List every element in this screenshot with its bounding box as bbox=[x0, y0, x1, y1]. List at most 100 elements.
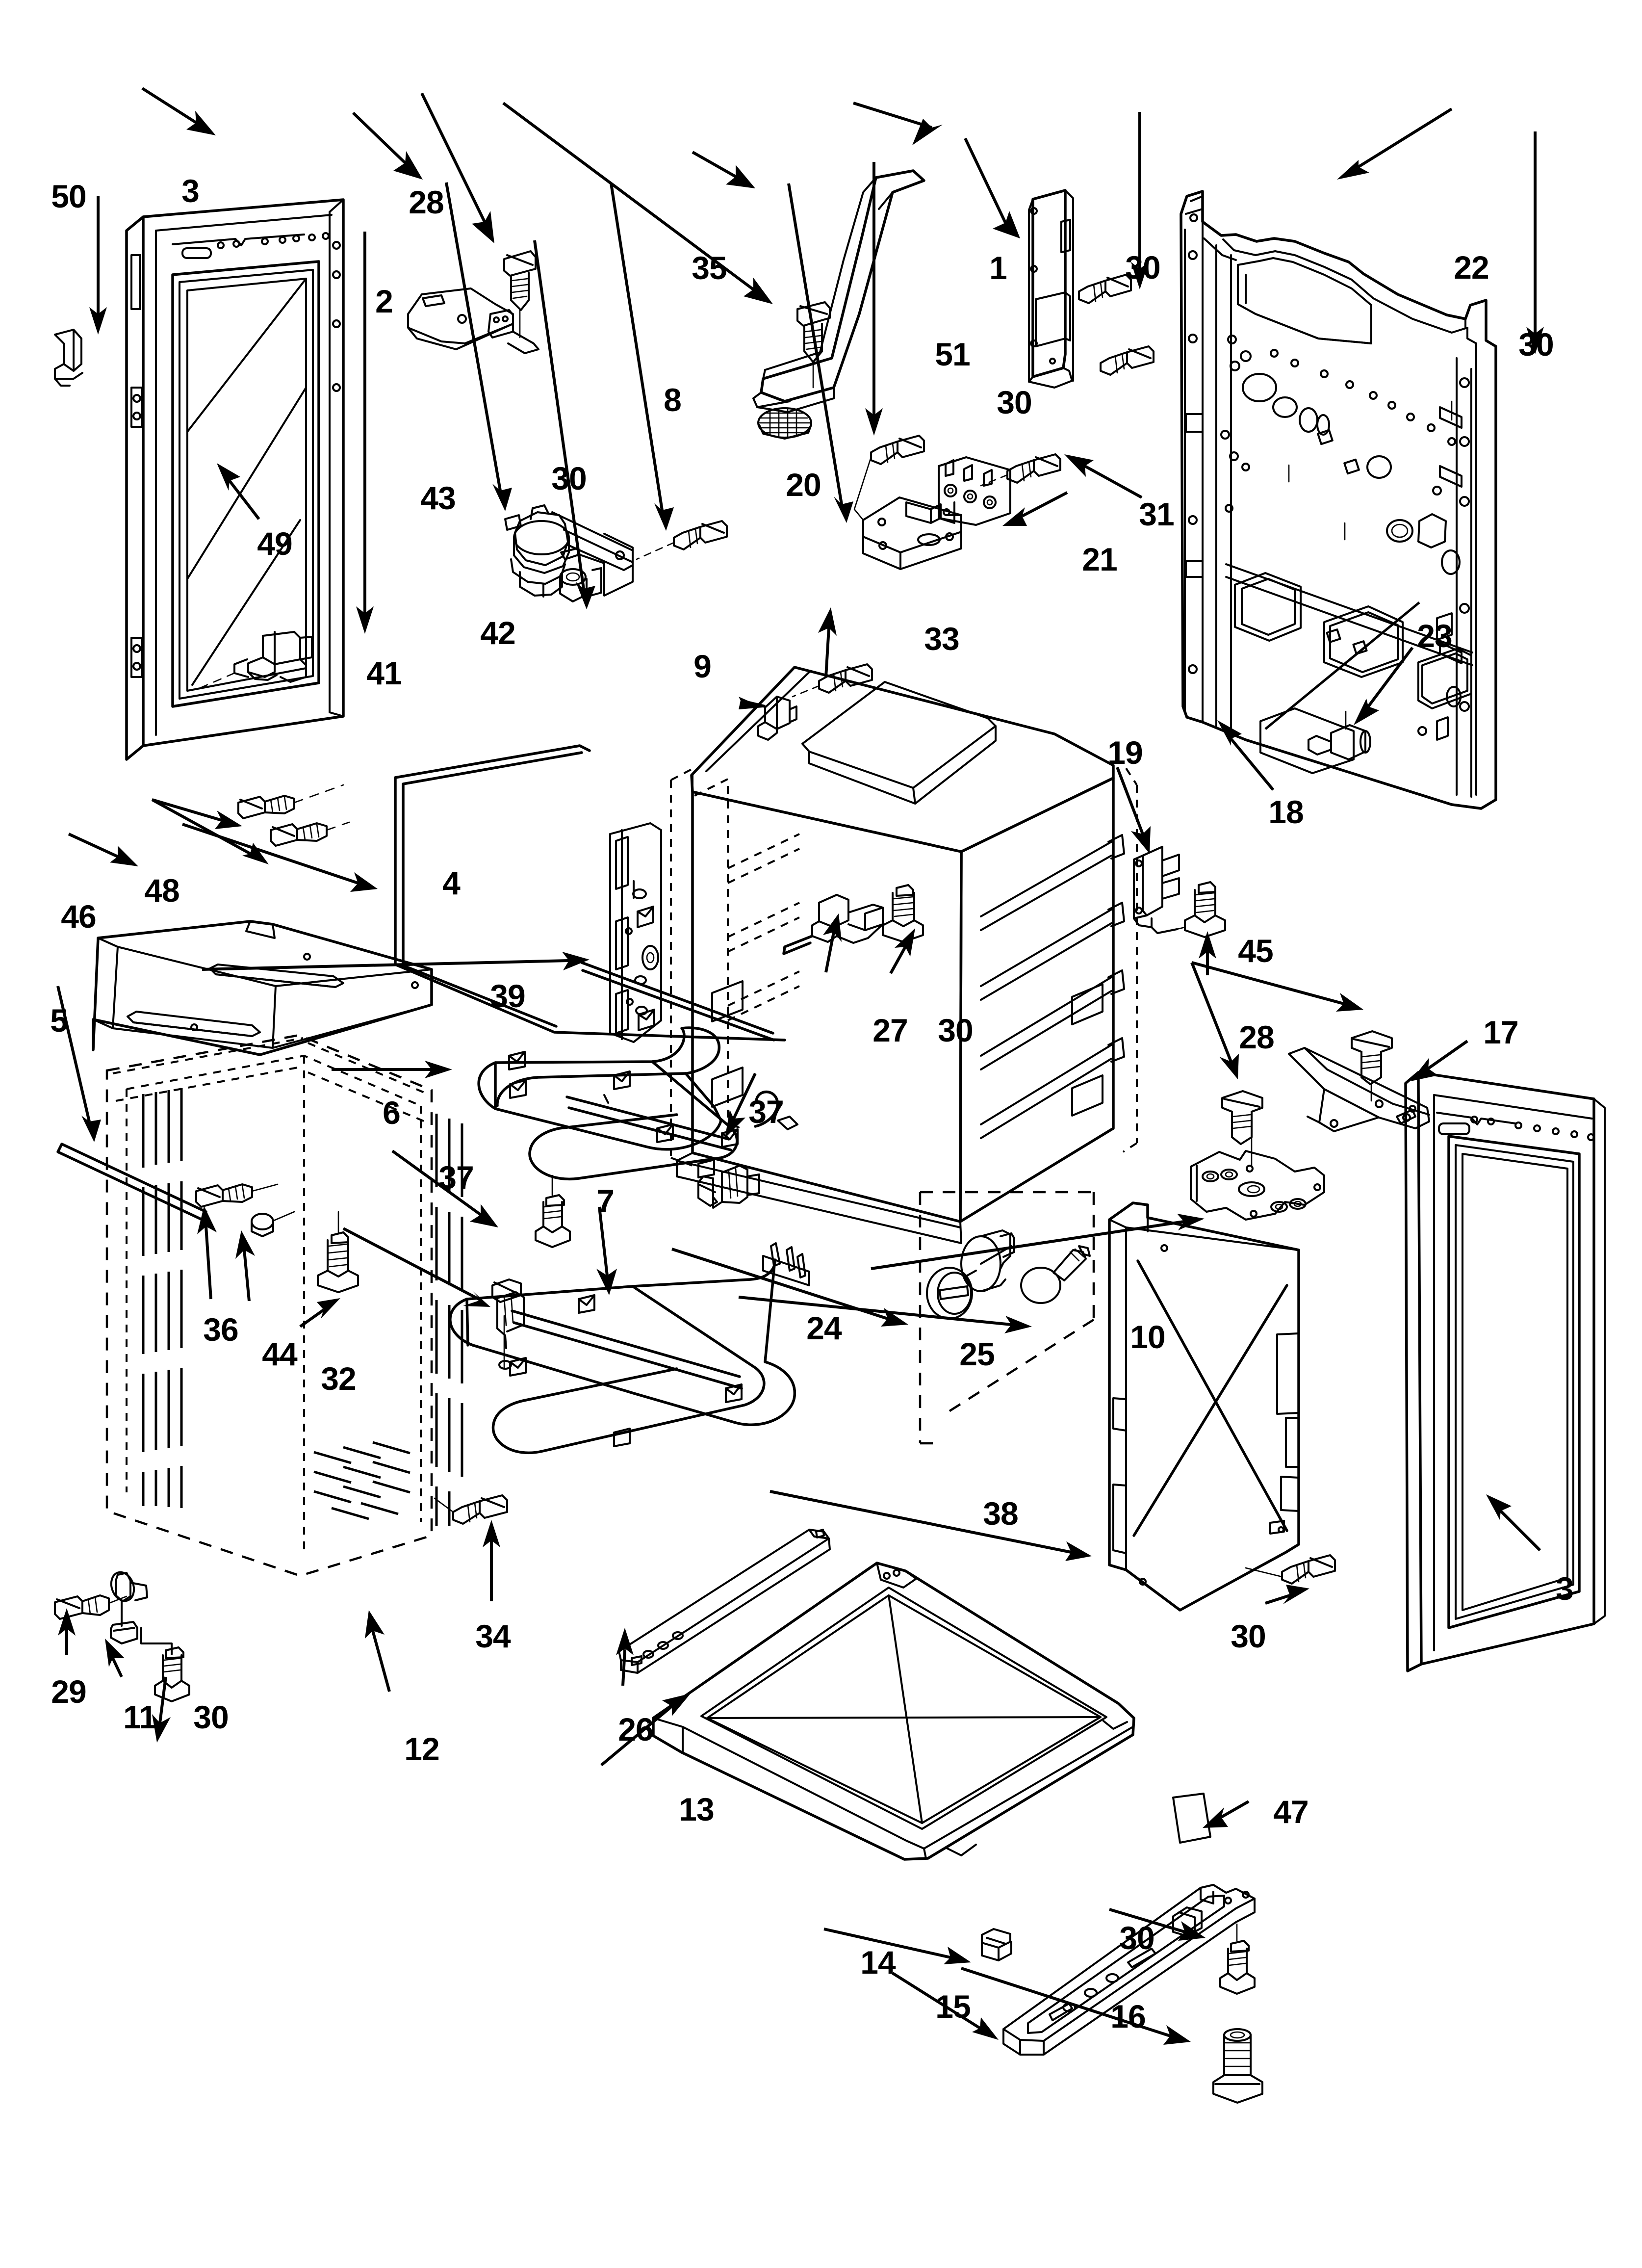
part-9-wire-clip-upper bbox=[757, 696, 797, 741]
callout-38: 38 bbox=[983, 1495, 1018, 1532]
callout-23: 23 bbox=[1417, 618, 1452, 654]
callout-35: 35 bbox=[692, 250, 727, 286]
callout-12: 12 bbox=[404, 1731, 439, 1767]
callout-33: 33 bbox=[924, 621, 959, 657]
part-26-drawer-slide-rail bbox=[618, 1529, 831, 1674]
callout-48: 48 bbox=[144, 872, 180, 909]
part-13-storage-drawer-bottom bbox=[652, 1562, 1135, 1861]
part-37-screw-a bbox=[697, 1165, 760, 1209]
part-28-screw-hinge-upper bbox=[503, 250, 537, 339]
callout-31: 31 bbox=[1139, 496, 1174, 532]
part-36-screw-insulation bbox=[195, 1183, 279, 1208]
part-30-screw-a bbox=[1078, 274, 1132, 304]
part-23-rear-panel-stud bbox=[1264, 601, 1420, 760]
callout-25: 25 bbox=[959, 1336, 995, 1372]
callout-18: 18 bbox=[1268, 794, 1304, 830]
part-29-screw-ground bbox=[54, 1594, 128, 1620]
callout-30-g: 30 bbox=[193, 1699, 229, 1735]
part-34-screw-side-panel bbox=[434, 1494, 508, 1525]
callout-37-b: 37 bbox=[438, 1159, 474, 1196]
part-19-door-switch-bracket bbox=[1133, 846, 1180, 934]
part-47-drawer-bumper-pad bbox=[1172, 1793, 1211, 1844]
part-24-lens-body bbox=[960, 1229, 1015, 1292]
callout-30-a: 30 bbox=[1125, 249, 1160, 286]
part-46-maintop-panel bbox=[92, 920, 433, 1056]
callout-29: 29 bbox=[51, 1673, 86, 1710]
callout-51: 51 bbox=[935, 336, 970, 372]
part-41-door-lock-clip bbox=[197, 631, 313, 690]
part-3-oven-door-outer-panel-left bbox=[125, 198, 345, 761]
part-8-grommet-screen bbox=[757, 407, 812, 440]
callout-49: 49 bbox=[257, 525, 292, 562]
callout-30-b: 30 bbox=[1518, 326, 1554, 363]
part-17-door-hinge-bracket bbox=[1288, 1047, 1430, 1132]
callout-8: 8 bbox=[664, 382, 682, 418]
part-51-terminal-block-cover bbox=[1028, 189, 1074, 389]
leader-lines bbox=[56, 87, 1544, 2045]
part-30-screw-d bbox=[636, 520, 728, 560]
part-30-screw-b bbox=[1100, 345, 1155, 376]
callout-30-f: 30 bbox=[1231, 1618, 1266, 1654]
callout-4: 4 bbox=[442, 865, 461, 901]
callout-47: 47 bbox=[1273, 1794, 1308, 1830]
callout-39: 39 bbox=[490, 978, 525, 1014]
callout-13: 13 bbox=[679, 1791, 714, 1827]
callout-14: 14 bbox=[860, 1944, 896, 1981]
part-2-door-handle-bracket bbox=[407, 287, 539, 354]
part-10-rear-leveling-plate bbox=[1190, 1136, 1325, 1221]
part-14-drawer-glide-clip bbox=[981, 1928, 1012, 1961]
callout-36: 36 bbox=[203, 1311, 238, 1348]
callout-28-lower: 28 bbox=[1239, 1019, 1274, 1055]
callout-27: 27 bbox=[872, 1012, 908, 1048]
part-11-leveling-leg-assembly bbox=[110, 1571, 148, 1644]
part-30-screw-h bbox=[1219, 1923, 1256, 1995]
part-21-terminal-block bbox=[938, 456, 1011, 526]
part-30-screw-f bbox=[1245, 1554, 1336, 1585]
part-5-side-trim-rod bbox=[56, 1143, 207, 1221]
callout-50: 50 bbox=[51, 178, 86, 214]
callout-3-lower-right: 3 bbox=[1556, 1570, 1574, 1607]
part-3-oven-door-outer-panel-right bbox=[1404, 1071, 1606, 1672]
callout-30-e: 30 bbox=[938, 1012, 973, 1048]
callout-3-upper-left: 3 bbox=[181, 173, 200, 209]
callout-19: 19 bbox=[1107, 734, 1143, 771]
callout-1: 1 bbox=[989, 250, 1007, 286]
part-24-oven-light-lens bbox=[926, 1267, 977, 1320]
part-15-drawer-rail-bracket bbox=[1002, 1884, 1256, 2056]
callout-41: 41 bbox=[366, 655, 402, 691]
part-38-side-panel-shield bbox=[1108, 1201, 1300, 1612]
part-30-screw-g bbox=[140, 1627, 190, 1702]
callout-42: 42 bbox=[480, 615, 515, 651]
callout-16: 16 bbox=[1110, 1998, 1146, 2034]
callout-10: 10 bbox=[1130, 1319, 1165, 1355]
callout-43: 43 bbox=[420, 480, 456, 516]
part-50-door-retainer-clip bbox=[54, 329, 83, 387]
callout-45: 45 bbox=[1238, 933, 1273, 969]
part-20-terminal-block-mounting-bracket bbox=[862, 496, 962, 570]
part-32-screw-chassis bbox=[317, 1211, 359, 1293]
part-31-screw-terminal-block bbox=[980, 453, 1061, 487]
callout-11: 11 bbox=[123, 1699, 157, 1735]
callout-17: 17 bbox=[1483, 1014, 1518, 1050]
callout-32: 32 bbox=[321, 1360, 356, 1397]
part-27-temperature-sensor bbox=[782, 894, 884, 955]
callout-21: 21 bbox=[1082, 541, 1117, 577]
callout-9-upper: 9 bbox=[693, 648, 712, 684]
oven-cavity-body bbox=[580, 666, 1138, 1244]
callout-20: 20 bbox=[786, 467, 821, 503]
callout-34: 34 bbox=[475, 1618, 511, 1654]
part-45-screw-door-switch bbox=[1176, 881, 1226, 938]
callout-2: 2 bbox=[375, 283, 393, 319]
part-37-screw-b bbox=[535, 1174, 571, 1248]
part-37-screw-c bbox=[491, 1278, 525, 1349]
callout-30-c: 30 bbox=[997, 384, 1032, 420]
part-30-screw-e bbox=[882, 884, 924, 943]
callout-5: 5 bbox=[50, 1002, 68, 1039]
part-22-rear-panel bbox=[1180, 190, 1497, 810]
callout-44: 44 bbox=[262, 1336, 297, 1372]
callout-22: 22 bbox=[1454, 249, 1489, 286]
callout-15: 15 bbox=[935, 1988, 971, 2025]
part-39-oven-rack-guide bbox=[609, 822, 662, 1043]
